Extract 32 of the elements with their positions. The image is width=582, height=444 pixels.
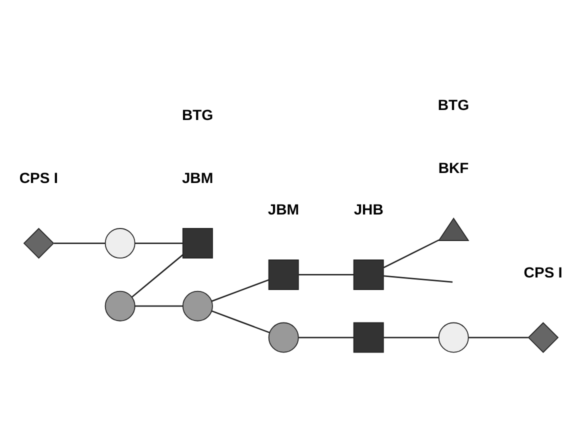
label: JBM — [268, 202, 300, 218]
node-box — [182, 228, 213, 258]
node-diamond — [23, 227, 54, 258]
connector — [384, 336, 439, 338]
label: CPS I — [19, 170, 58, 187]
node-circle — [104, 290, 136, 321]
label: BTG — [438, 98, 470, 114]
connector — [298, 336, 354, 338]
connector — [134, 242, 183, 244]
node-triangle — [438, 217, 470, 240]
node-diamond — [528, 322, 559, 352]
node-box — [268, 258, 299, 290]
node-circle — [438, 322, 469, 352]
connector — [54, 242, 106, 244]
node-circle — [104, 228, 136, 258]
node-circle — [182, 290, 213, 321]
node-box — [353, 322, 384, 352]
connector — [212, 310, 270, 333]
label: BTG — [182, 108, 214, 124]
label: JHB — [354, 202, 384, 218]
label: BKF — [438, 160, 469, 176]
label: JBM — [182, 170, 214, 187]
connector — [131, 254, 184, 298]
node-circle — [268, 322, 299, 352]
connector — [383, 238, 440, 268]
connector — [298, 274, 354, 275]
node-box — [353, 258, 384, 290]
connector — [468, 336, 528, 338]
connector — [134, 304, 183, 306]
connector — [212, 278, 270, 302]
label: CPS I — [524, 264, 562, 281]
connector — [384, 274, 453, 282]
